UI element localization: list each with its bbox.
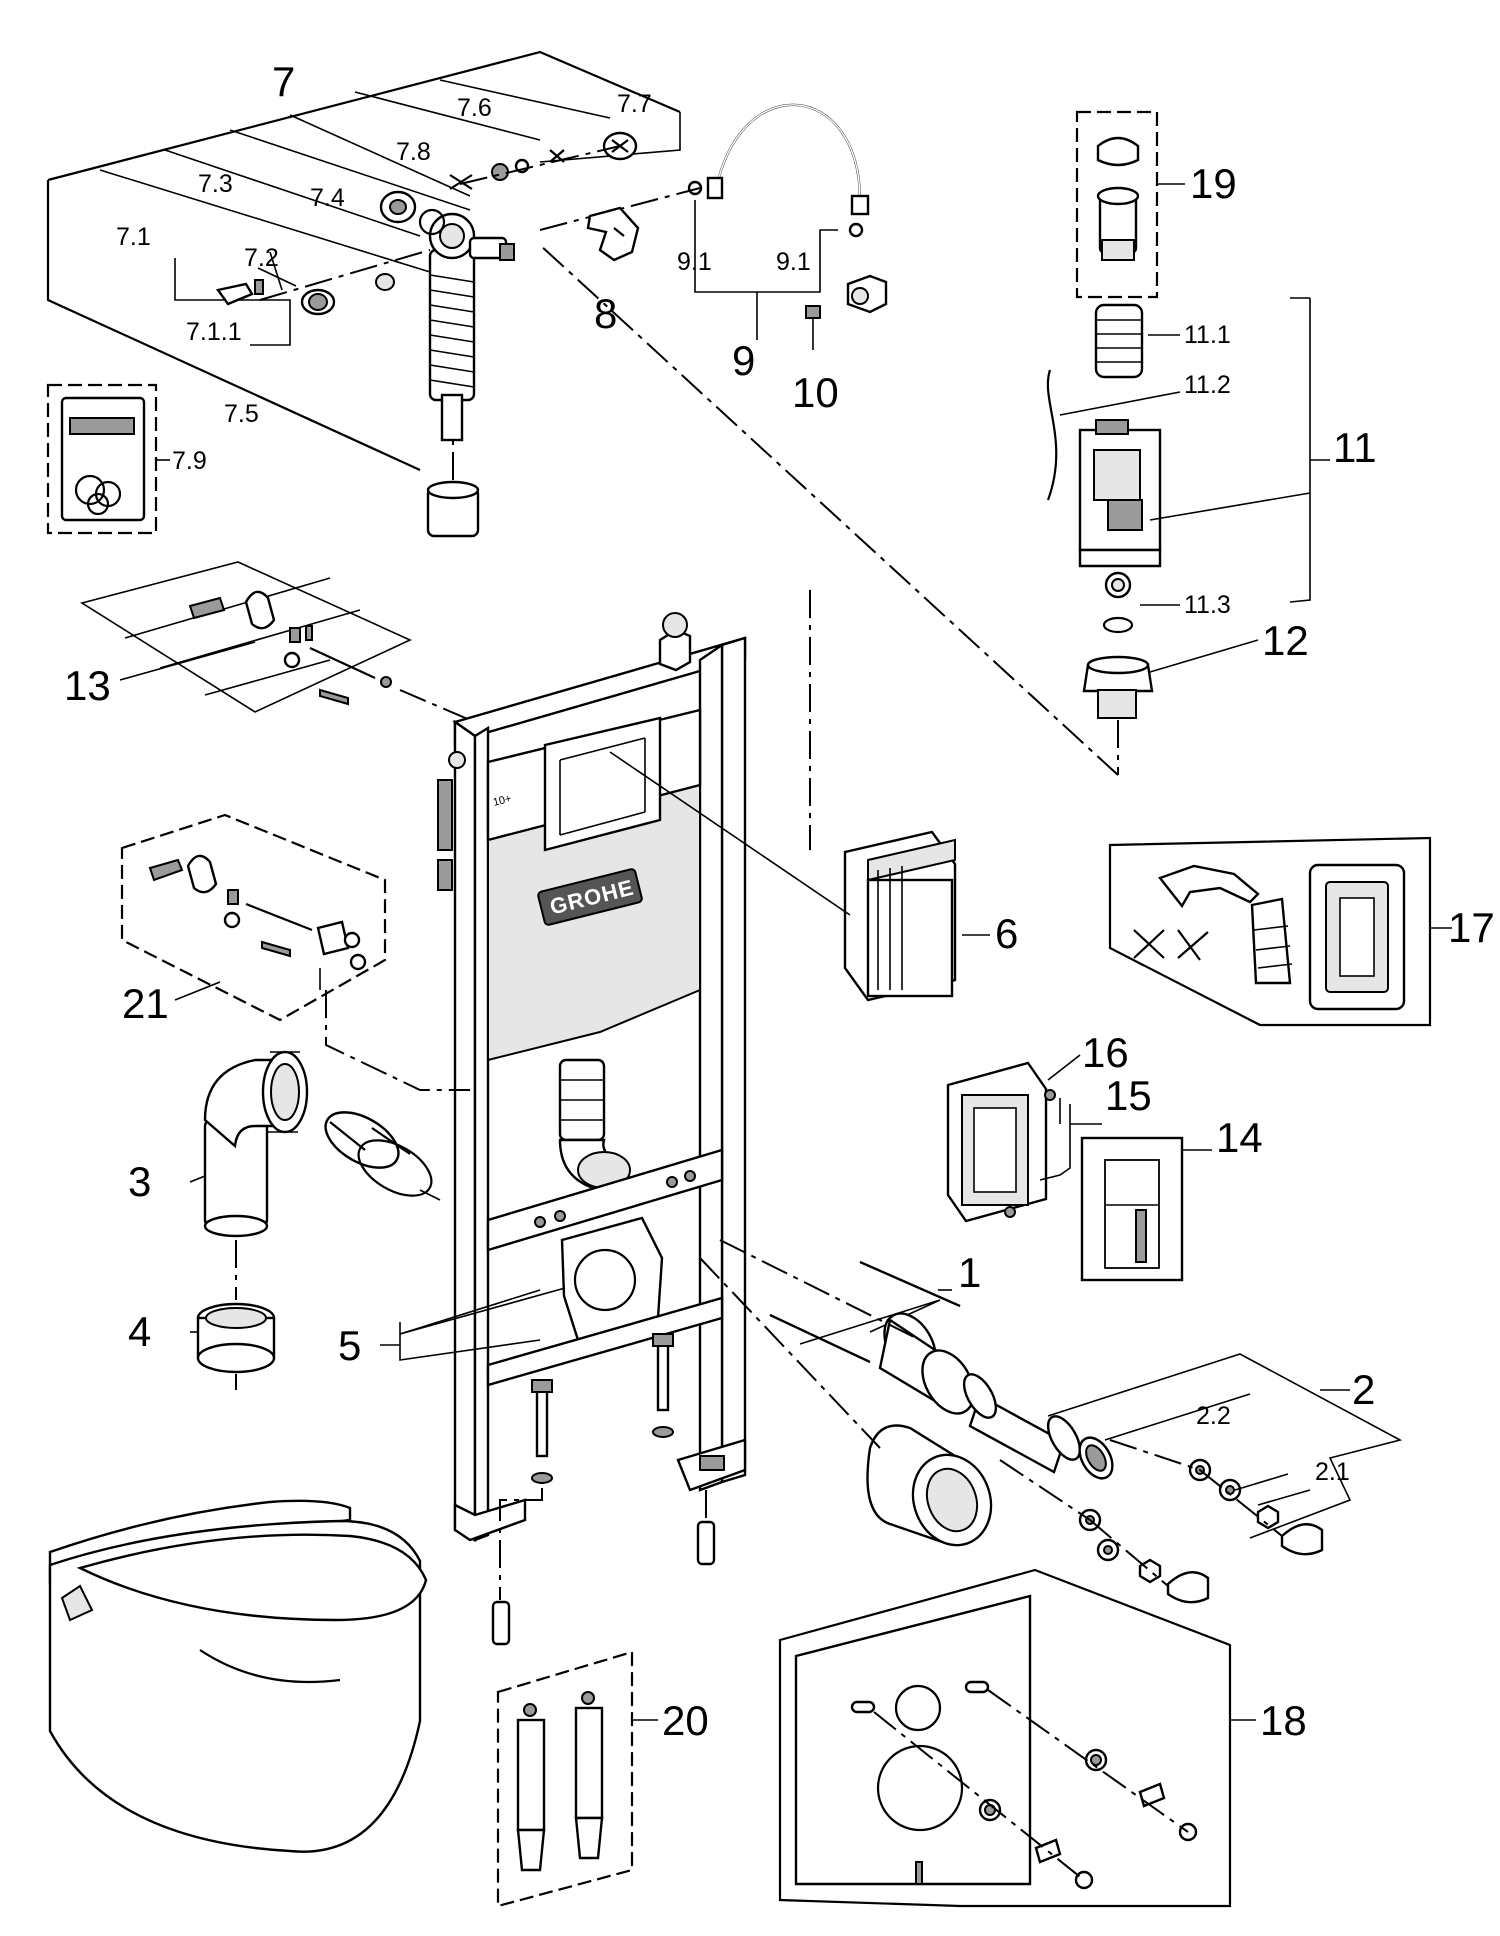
- callout-3: 3: [128, 1158, 151, 1205]
- callout-2-2: 2.2: [1196, 1402, 1231, 1430]
- callout-7-3: 7.3: [198, 170, 233, 198]
- insulation-pad-18: [778, 1568, 1256, 1908]
- callout-7-4: 7.4: [310, 184, 345, 212]
- callout-21: 21: [122, 980, 169, 1027]
- fill-valve-group-7: [46, 50, 888, 538]
- installation-frame: GROHE 10+: [437, 612, 747, 1646]
- drain-elbow-3: [189, 1050, 441, 1390]
- callout-4: 4: [128, 1308, 151, 1355]
- wall-mount-kit-13: [80, 561, 471, 721]
- callout-7-1-1: 7.1.1: [186, 318, 242, 346]
- callout-11-1: 11.1: [1184, 321, 1231, 349]
- callout-7-6: 7.6: [457, 94, 492, 122]
- callout-17: 17: [1448, 904, 1495, 951]
- flush-valve-stack: [539, 110, 1330, 776]
- accessory-kit-17: [1108, 836, 1452, 1027]
- callout-18: 18: [1260, 1697, 1307, 1744]
- callout-7-8: 7.8: [396, 138, 431, 166]
- actuator-plate-14: [946, 1054, 1212, 1282]
- callout-7: 7: [272, 58, 295, 105]
- adjustment-brackets-20: [496, 1650, 658, 1908]
- callout-1: 1: [958, 1249, 981, 1296]
- callout-5: 5: [338, 1322, 361, 1369]
- side-mount-kit-21: [120, 813, 470, 1091]
- frame-mark: 10+: [492, 793, 513, 809]
- callout-13: 13: [64, 662, 111, 709]
- callout-16: 16: [1082, 1029, 1129, 1076]
- callout-7-2: 7.2: [244, 244, 279, 272]
- callout-9-1-right: 9.1: [776, 248, 811, 276]
- callout-11: 11: [1333, 424, 1377, 471]
- callout-6: 6: [995, 910, 1018, 957]
- callout-7-7: 7.7: [617, 90, 652, 118]
- bolt-and-sleeve-set: [380, 1239, 1403, 1604]
- callout-7-5: 7.5: [224, 400, 259, 428]
- callout-19: 19: [1190, 160, 1237, 207]
- callout-15: 15: [1105, 1072, 1152, 1119]
- callout-12: 12: [1262, 617, 1309, 664]
- callout-9: 9: [732, 337, 755, 384]
- callout-7-1: 7.1: [116, 223, 151, 251]
- callout-9-1-left: 9.1: [677, 248, 712, 276]
- callout-20: 20: [662, 1697, 709, 1744]
- brand-logo: [537, 868, 643, 926]
- callout-11-2: 11.2: [1184, 371, 1231, 399]
- callout-10: 10: [792, 369, 839, 416]
- callout-14: 14: [1216, 1114, 1263, 1161]
- inspection-shaft-6: [609, 590, 990, 1002]
- callout-11-3: 11.3: [1184, 591, 1231, 619]
- callout-8: 8: [594, 290, 617, 337]
- wall-hung-toilet: [48, 1499, 428, 1853]
- callout-7-9: 7.9: [172, 447, 207, 475]
- callout-2-1: 2.1: [1315, 1458, 1350, 1486]
- callout-labels: 7 7.1 7.1.1 7.2 7.3 7.4 7.5 7.6 7.7 7.8 …: [64, 58, 1495, 1744]
- callout-2: 2: [1352, 1366, 1375, 1413]
